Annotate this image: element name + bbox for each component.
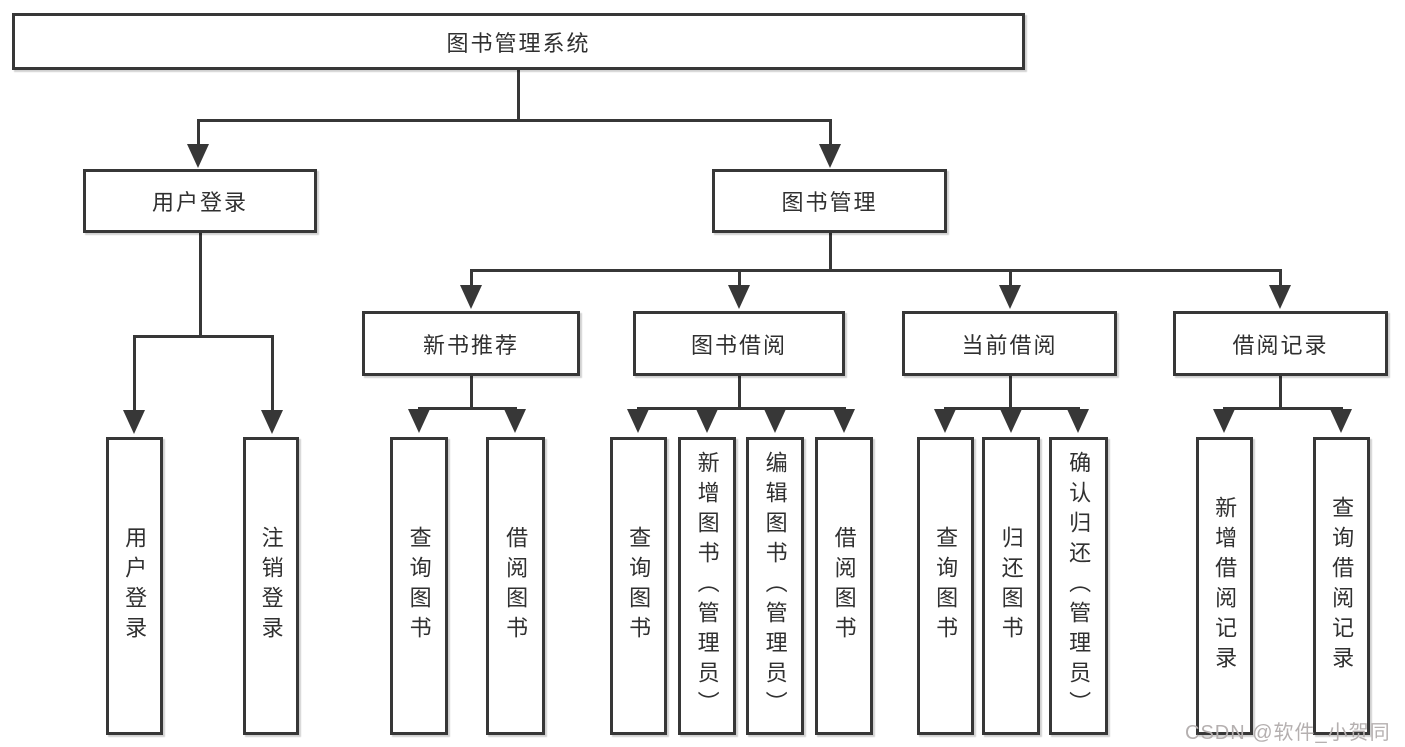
arrow-down-icon: [1000, 409, 1022, 433]
arrow-down-icon: [627, 409, 649, 433]
arrow-down-icon: [460, 285, 482, 309]
leaf-label: 注销登录: [258, 526, 284, 646]
arrow-down-icon: [764, 409, 786, 433]
leaf-label: 编辑图书（管理员）: [762, 451, 788, 721]
leaf-label: 归还图书: [998, 526, 1024, 646]
node-borrowing-records: 借阅记录: [1173, 311, 1388, 376]
node-book-borrowing: 图书借阅: [633, 311, 845, 376]
connector-line: [469, 268, 473, 287]
connector-line: [737, 376, 741, 409]
arrow-down-icon: [504, 409, 526, 433]
connector-line: [737, 268, 741, 287]
connector-line: [1278, 376, 1282, 409]
leaf-label: 借阅图书: [503, 526, 529, 646]
connector-line: [469, 268, 1282, 272]
connector-line: [636, 406, 846, 410]
connector-line: [196, 118, 200, 147]
arrow-down-icon: [1330, 409, 1352, 433]
arrow-down-icon: [187, 144, 209, 168]
connector-line: [516, 70, 520, 120]
arrow-down-icon: [1213, 409, 1235, 433]
leaf-bb-borrow-books: 借阅图书: [815, 437, 873, 735]
arrow-down-icon: [833, 409, 855, 433]
leaf-cb-confirm-return-admin: 确认归还（管理员）: [1049, 437, 1108, 735]
arrow-down-icon: [408, 409, 430, 433]
connector-line: [943, 406, 1080, 410]
leaf-cb-query-books: 查询图书: [917, 437, 974, 735]
leaf-logout-login: 注销登录: [243, 437, 299, 735]
leaf-bb-edit-books-admin: 编辑图书（管理员）: [746, 437, 804, 735]
connector-line: [1008, 376, 1012, 409]
leaf-label: 新增借阅记录: [1212, 496, 1238, 676]
connector-line: [828, 233, 832, 271]
leaf-label: 用户登录: [122, 526, 148, 646]
connector-line: [469, 376, 473, 409]
connector-line: [132, 334, 136, 412]
connector-line: [270, 334, 274, 412]
arrow-down-icon: [819, 144, 841, 168]
connector-line: [417, 406, 517, 410]
node-book-management: 图书管理: [712, 169, 947, 233]
node-new-book-recommendation: 新书推荐: [362, 311, 580, 376]
leaf-label: 查询图书: [933, 526, 959, 646]
connector-line: [196, 118, 832, 122]
leaf-bb-add-books-admin: 新增图书（管理员）: [678, 437, 736, 735]
arrow-down-icon: [728, 285, 750, 309]
node-user-login: 用户登录: [83, 169, 317, 233]
arrow-down-icon: [123, 410, 145, 434]
arrow-down-icon: [696, 409, 718, 433]
arrow-down-icon: [1269, 285, 1291, 309]
leaf-rec-query-books: 查询图书: [390, 437, 448, 735]
arrow-down-icon: [934, 409, 956, 433]
leaf-cb-return-books: 归还图书: [982, 437, 1040, 735]
node-current-borrowing: 当前借阅: [902, 311, 1117, 376]
connector-line: [1008, 268, 1012, 287]
connector-line: [198, 233, 202, 337]
connector-line: [132, 334, 274, 338]
connector-line: [1222, 406, 1343, 410]
leaf-rec-borrow-books: 借阅图书: [486, 437, 545, 735]
leaf-label: 新增图书（管理员）: [694, 451, 720, 721]
leaf-label: 借阅图书: [831, 526, 857, 646]
arrow-down-icon: [1067, 409, 1089, 433]
leaf-label: 查询图书: [626, 526, 652, 646]
connector-line: [828, 118, 832, 147]
leaf-label: 确认归还（管理员）: [1066, 451, 1092, 721]
leaf-user-login: 用户登录: [106, 437, 163, 735]
node-library-management-system: 图书管理系统: [12, 13, 1025, 70]
leaf-br-query-borrow-record: 查询借阅记录: [1313, 437, 1370, 735]
arrow-down-icon: [999, 285, 1021, 309]
watermark-text: CSDN @软件_小贺同学: [1185, 722, 1391, 744]
leaf-br-add-borrow-record: 新增借阅记录: [1196, 437, 1253, 735]
leaf-bb-query-books: 查询图书: [610, 437, 667, 735]
leaf-label: 查询借阅记录: [1329, 496, 1355, 676]
leaf-label: 查询图书: [406, 526, 432, 646]
connector-line: [1278, 268, 1282, 287]
arrow-down-icon: [261, 410, 283, 434]
